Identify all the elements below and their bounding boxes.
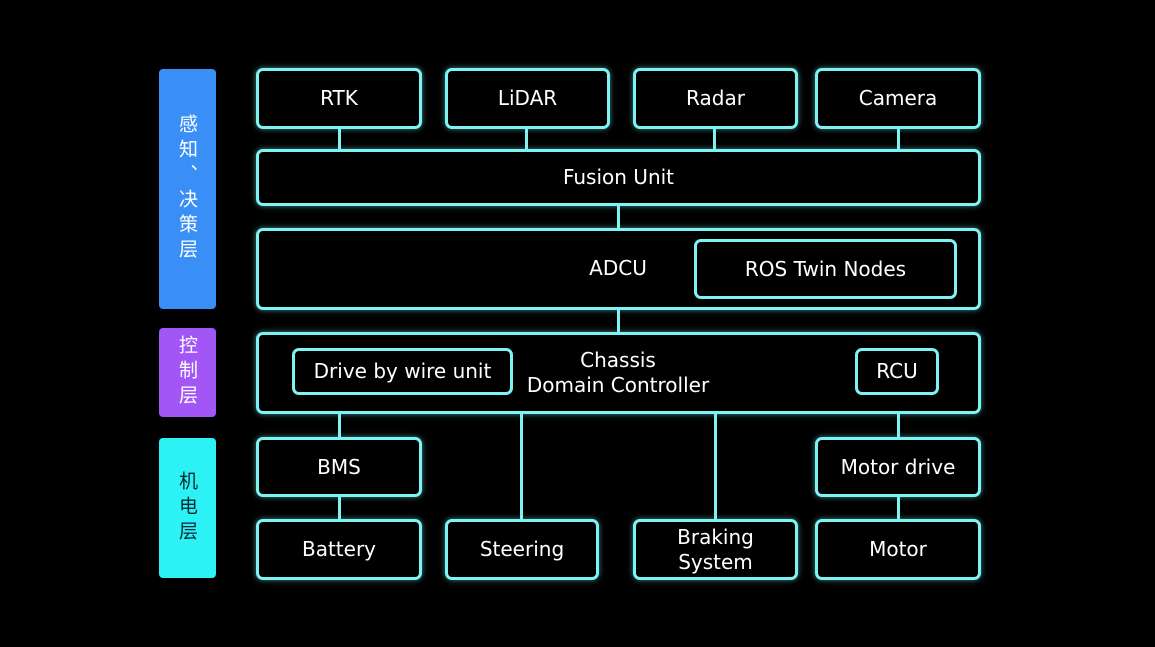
chassis-label-line2: Domain Controller	[526, 373, 710, 397]
ros-twin-nodes-box: ROS Twin Nodes	[694, 239, 957, 299]
steering-box: Steering	[445, 519, 599, 580]
rtk-box: RTK	[256, 68, 422, 129]
chassis-label-line1: Chassis	[580, 348, 656, 372]
braking-label-line2: System	[678, 549, 753, 574]
camera-box: Camera	[815, 68, 981, 129]
braking-label-line1: Braking	[677, 524, 754, 549]
lidar-box: LiDAR	[445, 68, 610, 129]
wire-chassis-steering	[520, 412, 523, 522]
radar-box: Radar	[633, 68, 798, 129]
drive-by-wire-unit-box: Drive by wire unit	[292, 348, 513, 395]
wire-chassis-braking	[714, 412, 717, 522]
layer-perception-label: 感知、决策层	[176, 114, 198, 264]
fusion-unit-label: Fusion Unit	[562, 165, 675, 189]
drive-by-wire-unit-label: Drive by wire unit	[313, 359, 492, 383]
lidar-label: LiDAR	[497, 86, 558, 110]
wire-rtk-fusion	[338, 127, 341, 151]
layer-control-label: 控制层	[176, 335, 198, 410]
wire-chassis-bms	[338, 412, 341, 440]
braking-system-box: Braking System	[633, 519, 798, 580]
steering-label: Steering	[479, 537, 565, 561]
adcu-label: ADCU	[589, 256, 647, 280]
bms-box: BMS	[256, 437, 422, 497]
wire-adcu-chassis	[617, 308, 620, 335]
wire-motordrive-motor	[897, 495, 900, 522]
radar-label: Radar	[686, 86, 745, 110]
rcu-label: RCU	[876, 359, 918, 383]
motor-drive-label: Motor drive	[840, 454, 956, 479]
layer-control: 控制层	[159, 328, 216, 417]
wire-chassis-motor-drive	[897, 412, 900, 440]
wire-fusion-adcu	[617, 204, 620, 232]
bms-label: BMS	[317, 454, 361, 479]
layer-mechatronic: 机电层	[159, 438, 216, 578]
wire-camera-fusion	[897, 127, 900, 151]
fusion-unit-box: Fusion Unit	[256, 149, 981, 206]
motor-label: Motor	[869, 537, 927, 561]
ros-twin-nodes-label: ROS Twin Nodes	[744, 256, 907, 281]
rtk-label: RTK	[320, 86, 358, 110]
wire-radar-fusion	[713, 127, 716, 151]
motor-drive-box: Motor drive	[815, 437, 981, 497]
layer-mechatronic-label: 机电层	[176, 470, 198, 546]
rcu-box: RCU	[855, 348, 939, 395]
battery-box: Battery	[256, 519, 422, 580]
wire-lidar-fusion	[525, 127, 528, 151]
motor-box: Motor	[815, 519, 981, 580]
wire-bms-battery	[338, 495, 341, 522]
camera-label: Camera	[858, 86, 938, 110]
battery-label: Battery	[301, 537, 377, 561]
layer-perception-decision: 感知、决策层	[159, 69, 216, 309]
